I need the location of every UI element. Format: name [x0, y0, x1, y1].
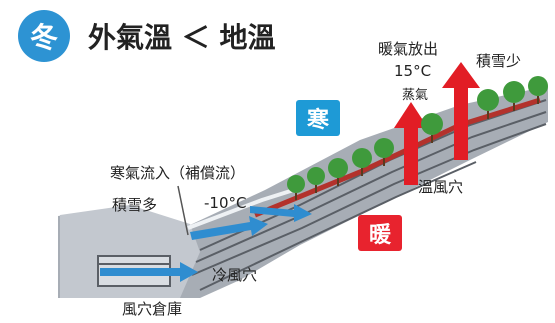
warm-arrow-icon [442, 62, 480, 160]
cold-air-pointer [177, 185, 189, 236]
steam-label: 蒸氣 [402, 88, 429, 103]
snow-more-label: 積雪多 [112, 196, 158, 214]
warm-tag: 暖 [358, 215, 402, 251]
season-badge: 冬 [18, 10, 70, 62]
warm-air-out-label: 暖氣放出 [378, 40, 439, 58]
storage-label: 風穴倉庫 [122, 300, 183, 318]
tree-icon [287, 76, 548, 193]
cold-arrow-icon [100, 262, 198, 282]
snow-cover [187, 186, 301, 230]
cold-hole-label: 冷風穴 [212, 266, 258, 284]
cold-temp-label: -10°C [204, 194, 247, 212]
tree-trunks [295, 96, 539, 200]
warm-arrow-icon [394, 102, 428, 185]
cold-arrow-icon [250, 204, 312, 222]
warm-temp-label: 15°C [394, 62, 432, 80]
cold-arrow-icon [190, 216, 268, 240]
warm-hole-label: 溫風穴 [418, 178, 464, 196]
cold-tag: 寒 [296, 100, 340, 136]
page-title: 外氣溫 ＜ 地溫 [88, 21, 276, 54]
snow-less-label: 積雪少 [476, 52, 522, 70]
cold-air-in-label: 寒氣流入（補償流） [110, 164, 246, 182]
